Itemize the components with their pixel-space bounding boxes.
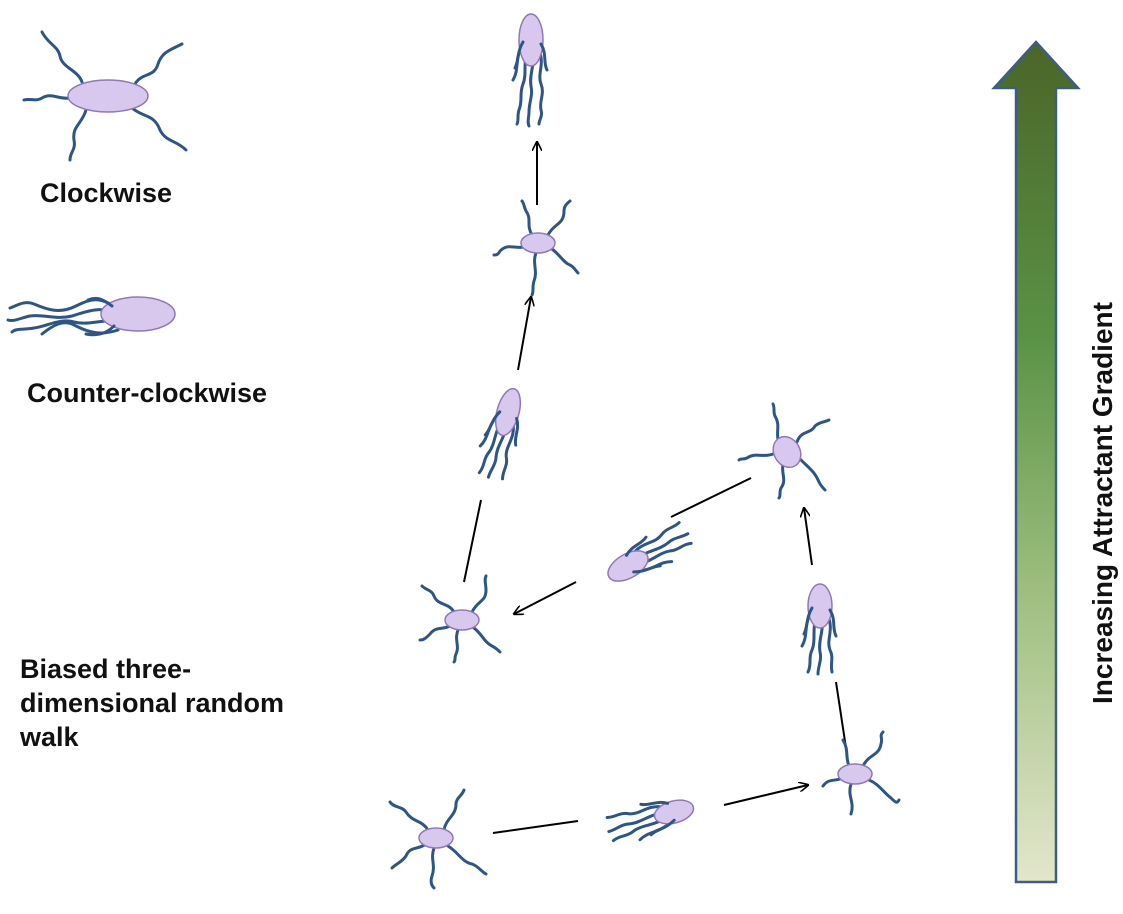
running-bacterium bbox=[513, 14, 547, 126]
flagellum bbox=[70, 110, 86, 160]
flagellum bbox=[135, 44, 182, 84]
running-bacterium bbox=[473, 384, 530, 482]
counter-clockwise-label: Counter-clockwise bbox=[27, 376, 267, 410]
path-segment bbox=[671, 478, 751, 517]
path-arrow bbox=[724, 785, 808, 805]
tumbling-bacterium bbox=[823, 732, 899, 814]
random-walk-label-line: Biased three- bbox=[20, 652, 360, 686]
tumbling-bacterium bbox=[390, 790, 486, 888]
random-walk-label-line: dimensional random bbox=[20, 686, 360, 720]
clockwise-label: Clockwise bbox=[40, 176, 172, 210]
path-segment bbox=[836, 682, 846, 748]
running-bacterium bbox=[601, 518, 696, 592]
legend-running-bacterium bbox=[8, 297, 175, 335]
attractant-gradient-arrow bbox=[994, 42, 1078, 882]
random-walk-label: Biased three- dimensional random walk bbox=[20, 652, 360, 754]
random-walk-label-line: walk bbox=[20, 720, 360, 754]
running-bacterium bbox=[802, 584, 836, 674]
tumbling-bacterium bbox=[739, 404, 829, 498]
running-bacterium bbox=[604, 791, 698, 847]
flagellum bbox=[42, 32, 82, 82]
attractant-gradient-label: Increasing Attractant Gradient bbox=[1086, 302, 1120, 704]
flagellum bbox=[132, 108, 186, 150]
tumbling-bacterium bbox=[420, 576, 500, 662]
path-arrow bbox=[514, 582, 576, 614]
path-arrow bbox=[804, 508, 812, 565]
flagellum bbox=[88, 298, 112, 306]
tumbling-bacterium bbox=[494, 201, 578, 295]
path-arrow bbox=[518, 297, 531, 370]
cell-body bbox=[68, 80, 148, 112]
path-segment bbox=[493, 821, 578, 833]
path-segment bbox=[464, 500, 481, 582]
legend-tumbling-bacterium bbox=[24, 32, 186, 160]
flagellum bbox=[24, 96, 72, 100]
